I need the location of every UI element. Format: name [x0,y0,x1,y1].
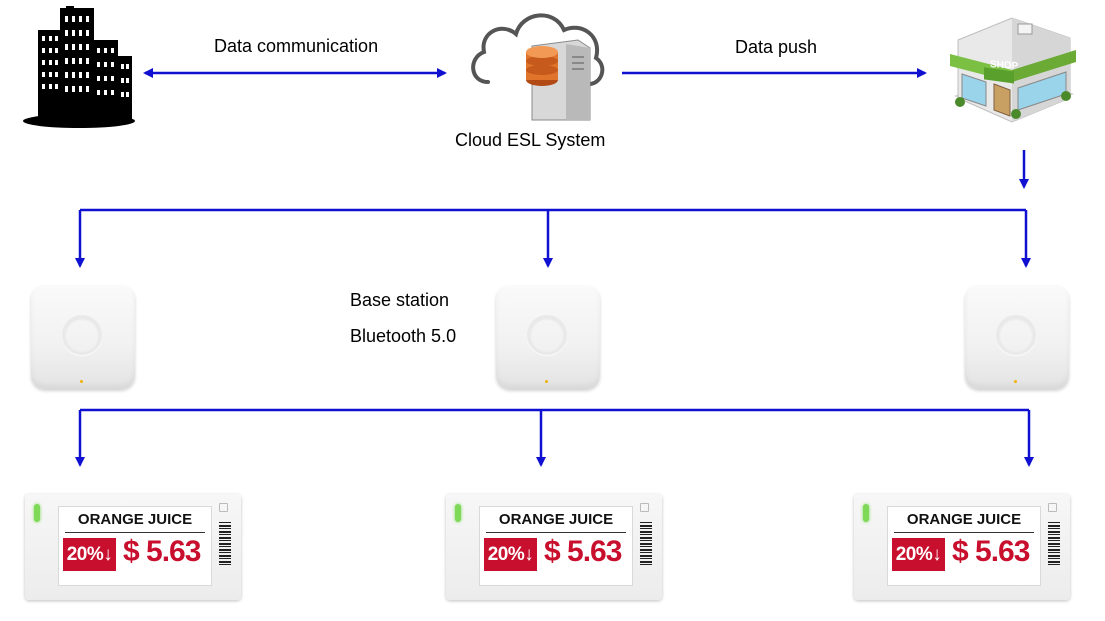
bluetooth-label: Bluetooth 5.0 [350,326,457,346]
barcode-icon [640,522,652,566]
data-push-label: Data push [735,37,818,57]
cloud-server-icon [471,13,605,121]
barcode-icon [1048,522,1060,566]
esl-divider [894,532,1034,533]
esl-discount-badge: 20%↓ [63,538,116,571]
station-led-icon [545,380,548,383]
station-ring-icon [62,315,102,355]
esl-product-name: ORANGE JUICE [498,511,614,528]
data-communication-label: Data communication [214,36,379,56]
nfc-icon [219,503,228,512]
esl-price: $ 5.63 [952,535,1030,568]
station-ring-icon [996,315,1036,355]
cloud-system-label: Cloud ESL System [455,130,606,150]
esl-tag: ORANGE JUICE 20%↓ $ 5.63 [854,494,1070,600]
esl-price: $ 5.63 [544,535,622,568]
barcode-icon [219,522,231,566]
esl-product-name: ORANGE JUICE [77,511,193,528]
esl-screen: ORANGE JUICE 20%↓ $ 5.63 [58,506,212,586]
esl-divider [486,532,626,533]
esl-screen: ORANGE JUICE 20%↓ $ 5.63 [887,506,1041,586]
esl-tag: ORANGE JUICE 20%↓ $ 5.63 [25,494,241,600]
esl-led-icon [863,504,869,522]
esl-tag: ORANGE JUICE 20%↓ $ 5.63 [446,494,662,600]
esl-led-icon [455,504,461,522]
base-station-icon [965,285,1069,389]
office-buildings-icon [23,6,135,128]
nfc-icon [1048,503,1057,512]
esl-product-name: ORANGE JUICE [906,511,1022,528]
esl-price: $ 5.63 [123,535,201,568]
svg-text:SHOP: SHOP [990,59,1019,72]
esl-discount-badge: 20%↓ [892,538,945,571]
station-led-icon [1014,380,1017,383]
station-led-icon [80,380,83,383]
esl-screen: ORANGE JUICE 20%↓ $ 5.63 [479,506,633,586]
nfc-icon [640,503,649,512]
esl-led-icon [34,504,40,522]
base-station-icon [31,285,135,389]
base-station-label: Base station [350,290,450,310]
esl-discount-badge: 20%↓ [484,538,537,571]
base-station-icon [496,285,600,389]
shop-icon: SHOP [950,17,1076,123]
esl-divider [65,532,205,533]
station-ring-icon [527,315,567,355]
